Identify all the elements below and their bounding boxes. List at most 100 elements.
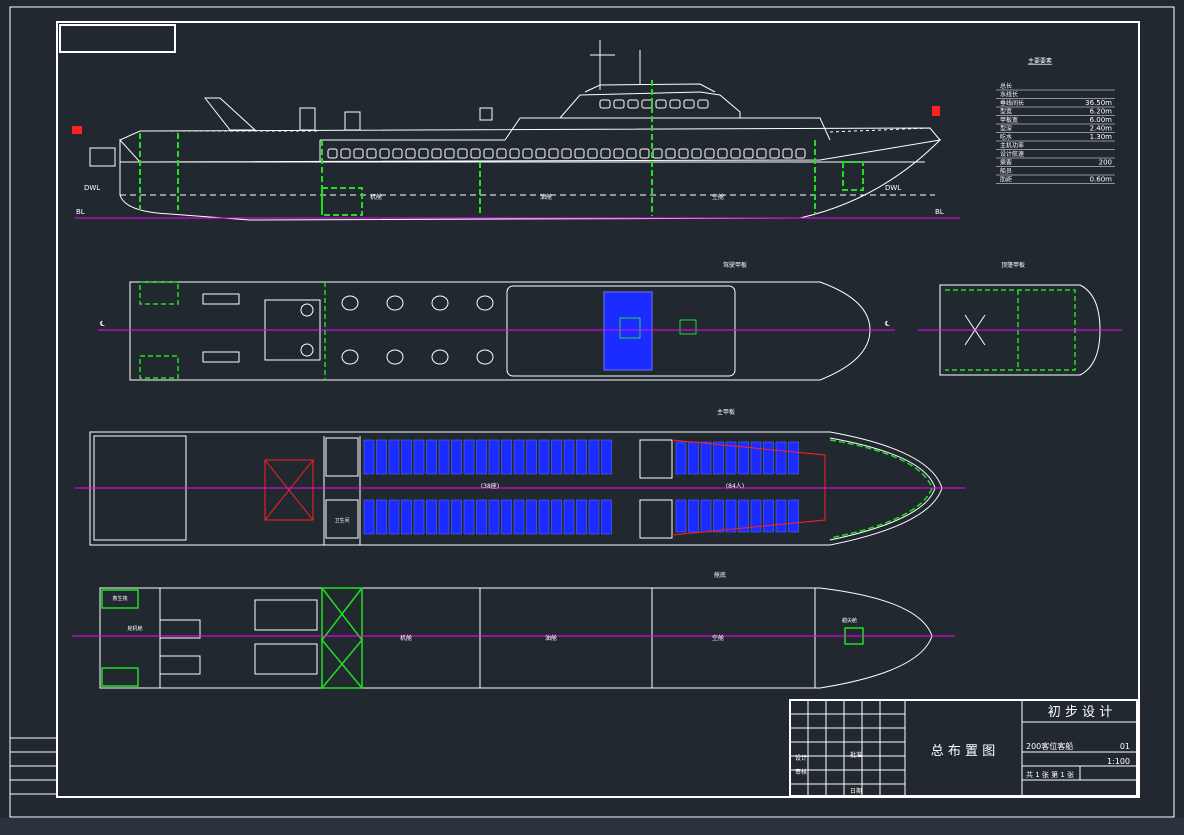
vent-icon (431, 295, 449, 311)
wheelhouse-seating (603, 291, 653, 371)
seat-row (775, 499, 787, 533)
seat-row (413, 439, 425, 475)
seat-row (725, 441, 737, 475)
top-deck-title: 顶篷甲板 (1001, 261, 1025, 269)
seat-row (426, 439, 437, 475)
porthole (405, 148, 416, 159)
porthole (743, 148, 754, 159)
porthole (678, 148, 689, 159)
seat-row (376, 439, 387, 475)
design-stage: 初 步 设 计 (1048, 705, 1112, 720)
particular-label: 甲板宽 (1000, 116, 1018, 124)
wheelhouse-window (655, 99, 667, 109)
seat-row (601, 499, 612, 535)
porthole (353, 148, 364, 159)
particular-label: 垂线间长 (1000, 99, 1024, 107)
porthole (717, 148, 728, 159)
seat-row (488, 439, 500, 475)
seat-row (451, 499, 462, 535)
seat-row (788, 441, 799, 475)
main-seats-label-aft: (38座) (481, 482, 499, 490)
porthole (522, 148, 533, 159)
hold-bulkheads (101, 587, 864, 689)
seat-row (588, 499, 600, 535)
engine-hatch-cross (264, 459, 314, 521)
wheelhouse-window (641, 99, 653, 109)
particular-label: 型深 (1000, 125, 1012, 133)
seat-row (763, 499, 774, 533)
seat-row (476, 499, 487, 535)
seat-row (488, 499, 500, 535)
seat-row (388, 439, 400, 475)
hold-label-forepeak: 艏尖舱 (842, 617, 857, 624)
porthole (444, 148, 455, 159)
particular-label: 乘客 (1000, 159, 1012, 167)
particular-value: 1.30m (1090, 133, 1113, 141)
sheet-inner-border (56, 21, 1140, 798)
porthole (392, 148, 403, 159)
bridge-deck-title: 驾驶甲板 (723, 261, 747, 269)
wheelhouse-window (599, 99, 611, 109)
porthole (431, 148, 442, 159)
main-deck-title: 主甲板 (717, 408, 735, 416)
wheelhouse-window (613, 99, 625, 109)
particular-value: 2.40m (1090, 125, 1113, 133)
porthole (665, 148, 676, 159)
checked-label: 审核 (795, 768, 807, 776)
vent-icon (386, 349, 404, 365)
particular-value: 0.60m (1090, 176, 1113, 184)
seat-row (775, 441, 787, 475)
seat-row (725, 499, 737, 533)
baseline-label-left: BL (76, 208, 85, 216)
vent-icon (386, 295, 404, 311)
hold-title: 舱底 (714, 571, 726, 579)
porthole (639, 148, 650, 159)
bridge-deck-bulkheads (139, 281, 326, 380)
vessel-name: 200客位客船 (1026, 741, 1073, 751)
particular-label: 肋距 (1000, 176, 1012, 184)
vent-icon (476, 349, 494, 365)
porthole (626, 148, 637, 159)
seat-row (700, 441, 712, 475)
seat-row (501, 439, 512, 475)
seat-row (538, 439, 550, 475)
seat-row (700, 499, 712, 533)
seat-row (363, 439, 375, 475)
particular-value: 6.00m (1090, 116, 1113, 124)
porthole (535, 148, 546, 159)
bridge-deck-plan (129, 281, 871, 381)
seat-row (438, 499, 450, 535)
bridge-cl-right: ℄ (885, 320, 890, 328)
seat-row (463, 499, 475, 535)
seat-row (438, 439, 450, 475)
particular-label: 吃水 (1000, 133, 1012, 141)
bridge-cl-left: ℄ (100, 320, 105, 328)
particular-value: 200 (1099, 159, 1112, 167)
designed-label: 设计 (795, 754, 807, 762)
porthole (795, 148, 806, 159)
particulars-title: 主要要素 (1028, 57, 1052, 65)
porthole (691, 148, 702, 159)
corner-stamp-box (59, 24, 176, 53)
seat-row (476, 439, 487, 475)
seat-row (788, 499, 799, 533)
vent-icon (431, 349, 449, 365)
wheelhouse-console (619, 317, 697, 339)
dwl-label-right: DWL (885, 184, 901, 192)
seat-row (738, 499, 749, 533)
porthole (366, 148, 377, 159)
seat-row (588, 439, 600, 475)
seat-row (551, 439, 562, 475)
status-strip (0, 818, 1184, 835)
flag-icon (72, 106, 940, 134)
drawing-scale: 1:100 (1107, 757, 1130, 766)
seat-row (576, 439, 587, 475)
porthole (587, 148, 598, 159)
porthole (548, 148, 559, 159)
seat-row (501, 499, 512, 535)
porthole (379, 148, 390, 159)
main-deck-bulkheads (829, 439, 933, 539)
wheelhouse-window (627, 99, 639, 109)
porthole (457, 148, 468, 159)
